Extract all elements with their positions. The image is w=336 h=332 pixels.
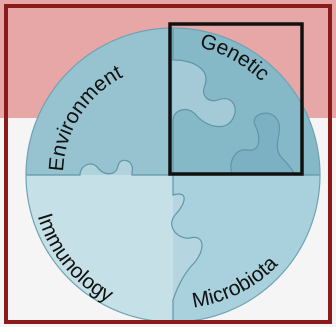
seam-vertical xyxy=(171,28,236,322)
puzzle-knob-bottom xyxy=(171,194,202,300)
seam-horizontal xyxy=(26,112,320,176)
genetic-highlight-box xyxy=(168,22,304,176)
outer-frame xyxy=(4,4,332,324)
